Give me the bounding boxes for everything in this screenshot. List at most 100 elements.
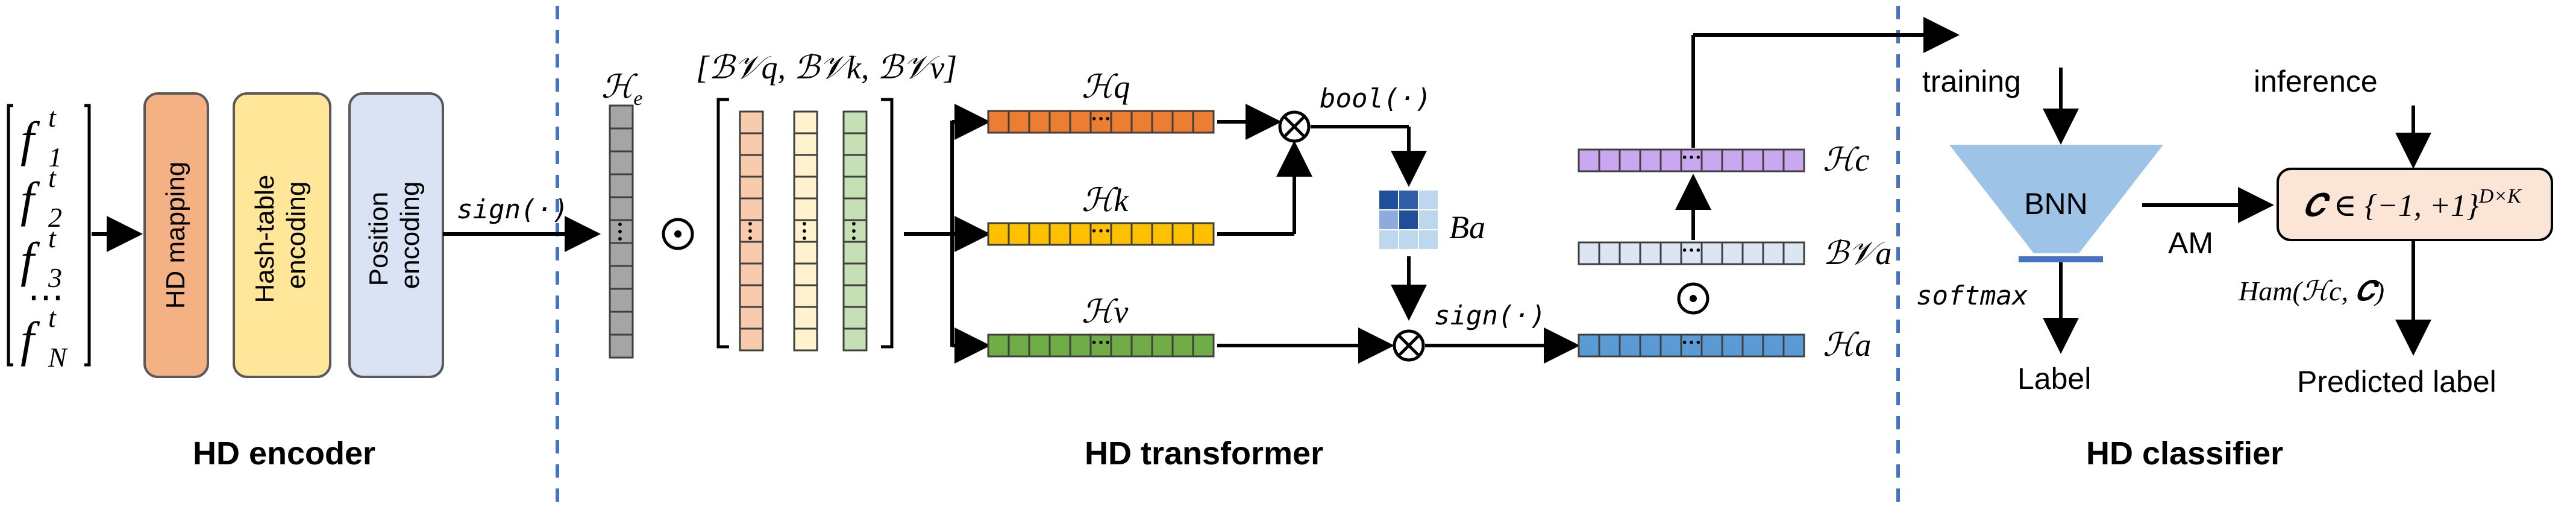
vector-cell	[609, 127, 634, 153]
vector-cell	[842, 306, 868, 330]
position-encoding-label: Position encoding	[364, 182, 425, 289]
hd-mapping-label: HD mapping	[161, 162, 190, 309]
vector-cell	[793, 110, 818, 134]
svg-text:2: 2	[48, 202, 62, 233]
vector-cell	[1110, 333, 1133, 358]
vector-cell	[609, 288, 634, 313]
vector-cell	[793, 284, 818, 308]
vector-cell	[739, 262, 764, 286]
vector-cell	[1659, 241, 1682, 265]
encoder-sign-label: sign(·)	[457, 194, 568, 225]
bv-bracket-right	[881, 98, 894, 349]
hc-vector: ···	[1578, 147, 1805, 172]
vector-cell	[739, 197, 764, 221]
svg-text:f: f	[20, 112, 40, 166]
vector-cell	[1659, 333, 1682, 358]
vector-cell	[1782, 148, 1805, 172]
vector-cell	[1762, 148, 1785, 172]
vector-cell	[793, 306, 818, 330]
input-bracket-right	[84, 104, 91, 367]
softmax-label: softmax	[1916, 280, 2028, 311]
vector-cell	[1578, 241, 1600, 265]
vector-cell	[842, 262, 868, 286]
vector-cell	[609, 242, 634, 267]
vector-cell	[793, 154, 818, 178]
vector-cell	[1721, 241, 1744, 265]
vector-cell	[1700, 241, 1723, 265]
vector-cell	[1008, 333, 1030, 358]
vector-cell	[1008, 222, 1030, 246]
vector-cell	[842, 132, 868, 156]
vector-ellipsis: ···	[842, 220, 866, 242]
ba-matrix	[1378, 189, 1439, 250]
vector-cell	[1782, 333, 1805, 358]
vector-cell	[1048, 333, 1071, 358]
vector-cell	[987, 333, 1010, 358]
hd-mapping-block	[143, 92, 209, 378]
bv-set-label: [ℬ𝒱q, ℬ𝒱k, ℬ𝒱v]	[696, 49, 957, 86]
vector-ellipsis: ···	[1681, 239, 1702, 262]
vector-cell	[793, 175, 818, 200]
svg-text:1: 1	[48, 142, 62, 172]
vector-cell	[1659, 148, 1682, 172]
vector-cell	[1741, 333, 1764, 358]
vector-cell	[1028, 110, 1051, 134]
vector-ellipsis: ···	[1091, 332, 1111, 354]
vector-cell	[609, 150, 634, 175]
vector-cell	[609, 196, 634, 221]
codebook-label: 𝑪 ∈ {−1, +1}D×K	[2303, 185, 2522, 223]
vector-cell	[739, 175, 764, 200]
bva-label: ℬ𝒱a	[1823, 235, 1891, 271]
hv-vector: ···	[987, 332, 1215, 358]
vector-cell	[1700, 148, 1723, 172]
vector-cell	[739, 284, 764, 308]
vector-cell	[1048, 222, 1071, 246]
vector-cell	[793, 262, 818, 286]
he-vector: ···	[608, 104, 634, 359]
vector-cell	[1598, 333, 1621, 358]
inference-label: inference	[2254, 65, 2378, 98]
vector-ellipsis: ···	[738, 220, 762, 242]
vector-cell	[739, 241, 764, 265]
vector-cell	[1151, 333, 1174, 358]
vector-cell	[739, 306, 764, 330]
hk-vector: ···	[987, 220, 1215, 246]
hq-vector: ···	[987, 108, 1215, 134]
vector-ellipsis: ···	[1091, 220, 1111, 242]
odot-operator-2	[1677, 282, 1709, 315]
bv-v-vector: ···	[842, 110, 868, 352]
bnn-block	[1949, 145, 2163, 253]
vector-cell	[739, 132, 764, 156]
bva-vector: ···	[1578, 239, 1805, 265]
vector-cell	[842, 327, 868, 352]
hq-label: ℋq	[1082, 69, 1130, 105]
vector-cell	[842, 154, 868, 178]
vector-ellipsis: ···	[792, 220, 816, 242]
vector-cell	[1598, 148, 1621, 172]
vector-cell	[842, 110, 868, 134]
vector-cell	[1028, 222, 1051, 246]
vector-cell	[1130, 110, 1153, 134]
vector-cell	[1130, 222, 1153, 246]
vector-cell	[1762, 241, 1785, 265]
ba-label: Ba	[1449, 209, 1485, 245]
vector-cell	[1639, 148, 1662, 172]
vector-cell	[1700, 333, 1723, 358]
vector-cell	[1048, 110, 1071, 134]
svg-text:t: t	[48, 162, 57, 193]
hv-label: ℋv	[1082, 294, 1128, 330]
vector-cell	[609, 173, 634, 198]
vector-cell	[987, 110, 1010, 134]
vector-cell	[1721, 148, 1744, 172]
ha-vector: ···	[1578, 332, 1805, 358]
vector-ellipsis: ···	[1681, 147, 1702, 169]
vector-cell	[987, 222, 1010, 246]
vector-cell	[609, 333, 634, 359]
vector-cell	[1069, 110, 1092, 134]
bv-k-vector: ···	[792, 110, 818, 352]
am-label: AM	[2168, 226, 2213, 260]
vector-cell	[739, 219, 764, 243]
vector-cell	[1110, 110, 1133, 134]
bool-label: bool(·)	[1320, 83, 1431, 114]
hash-table-block	[233, 92, 331, 378]
